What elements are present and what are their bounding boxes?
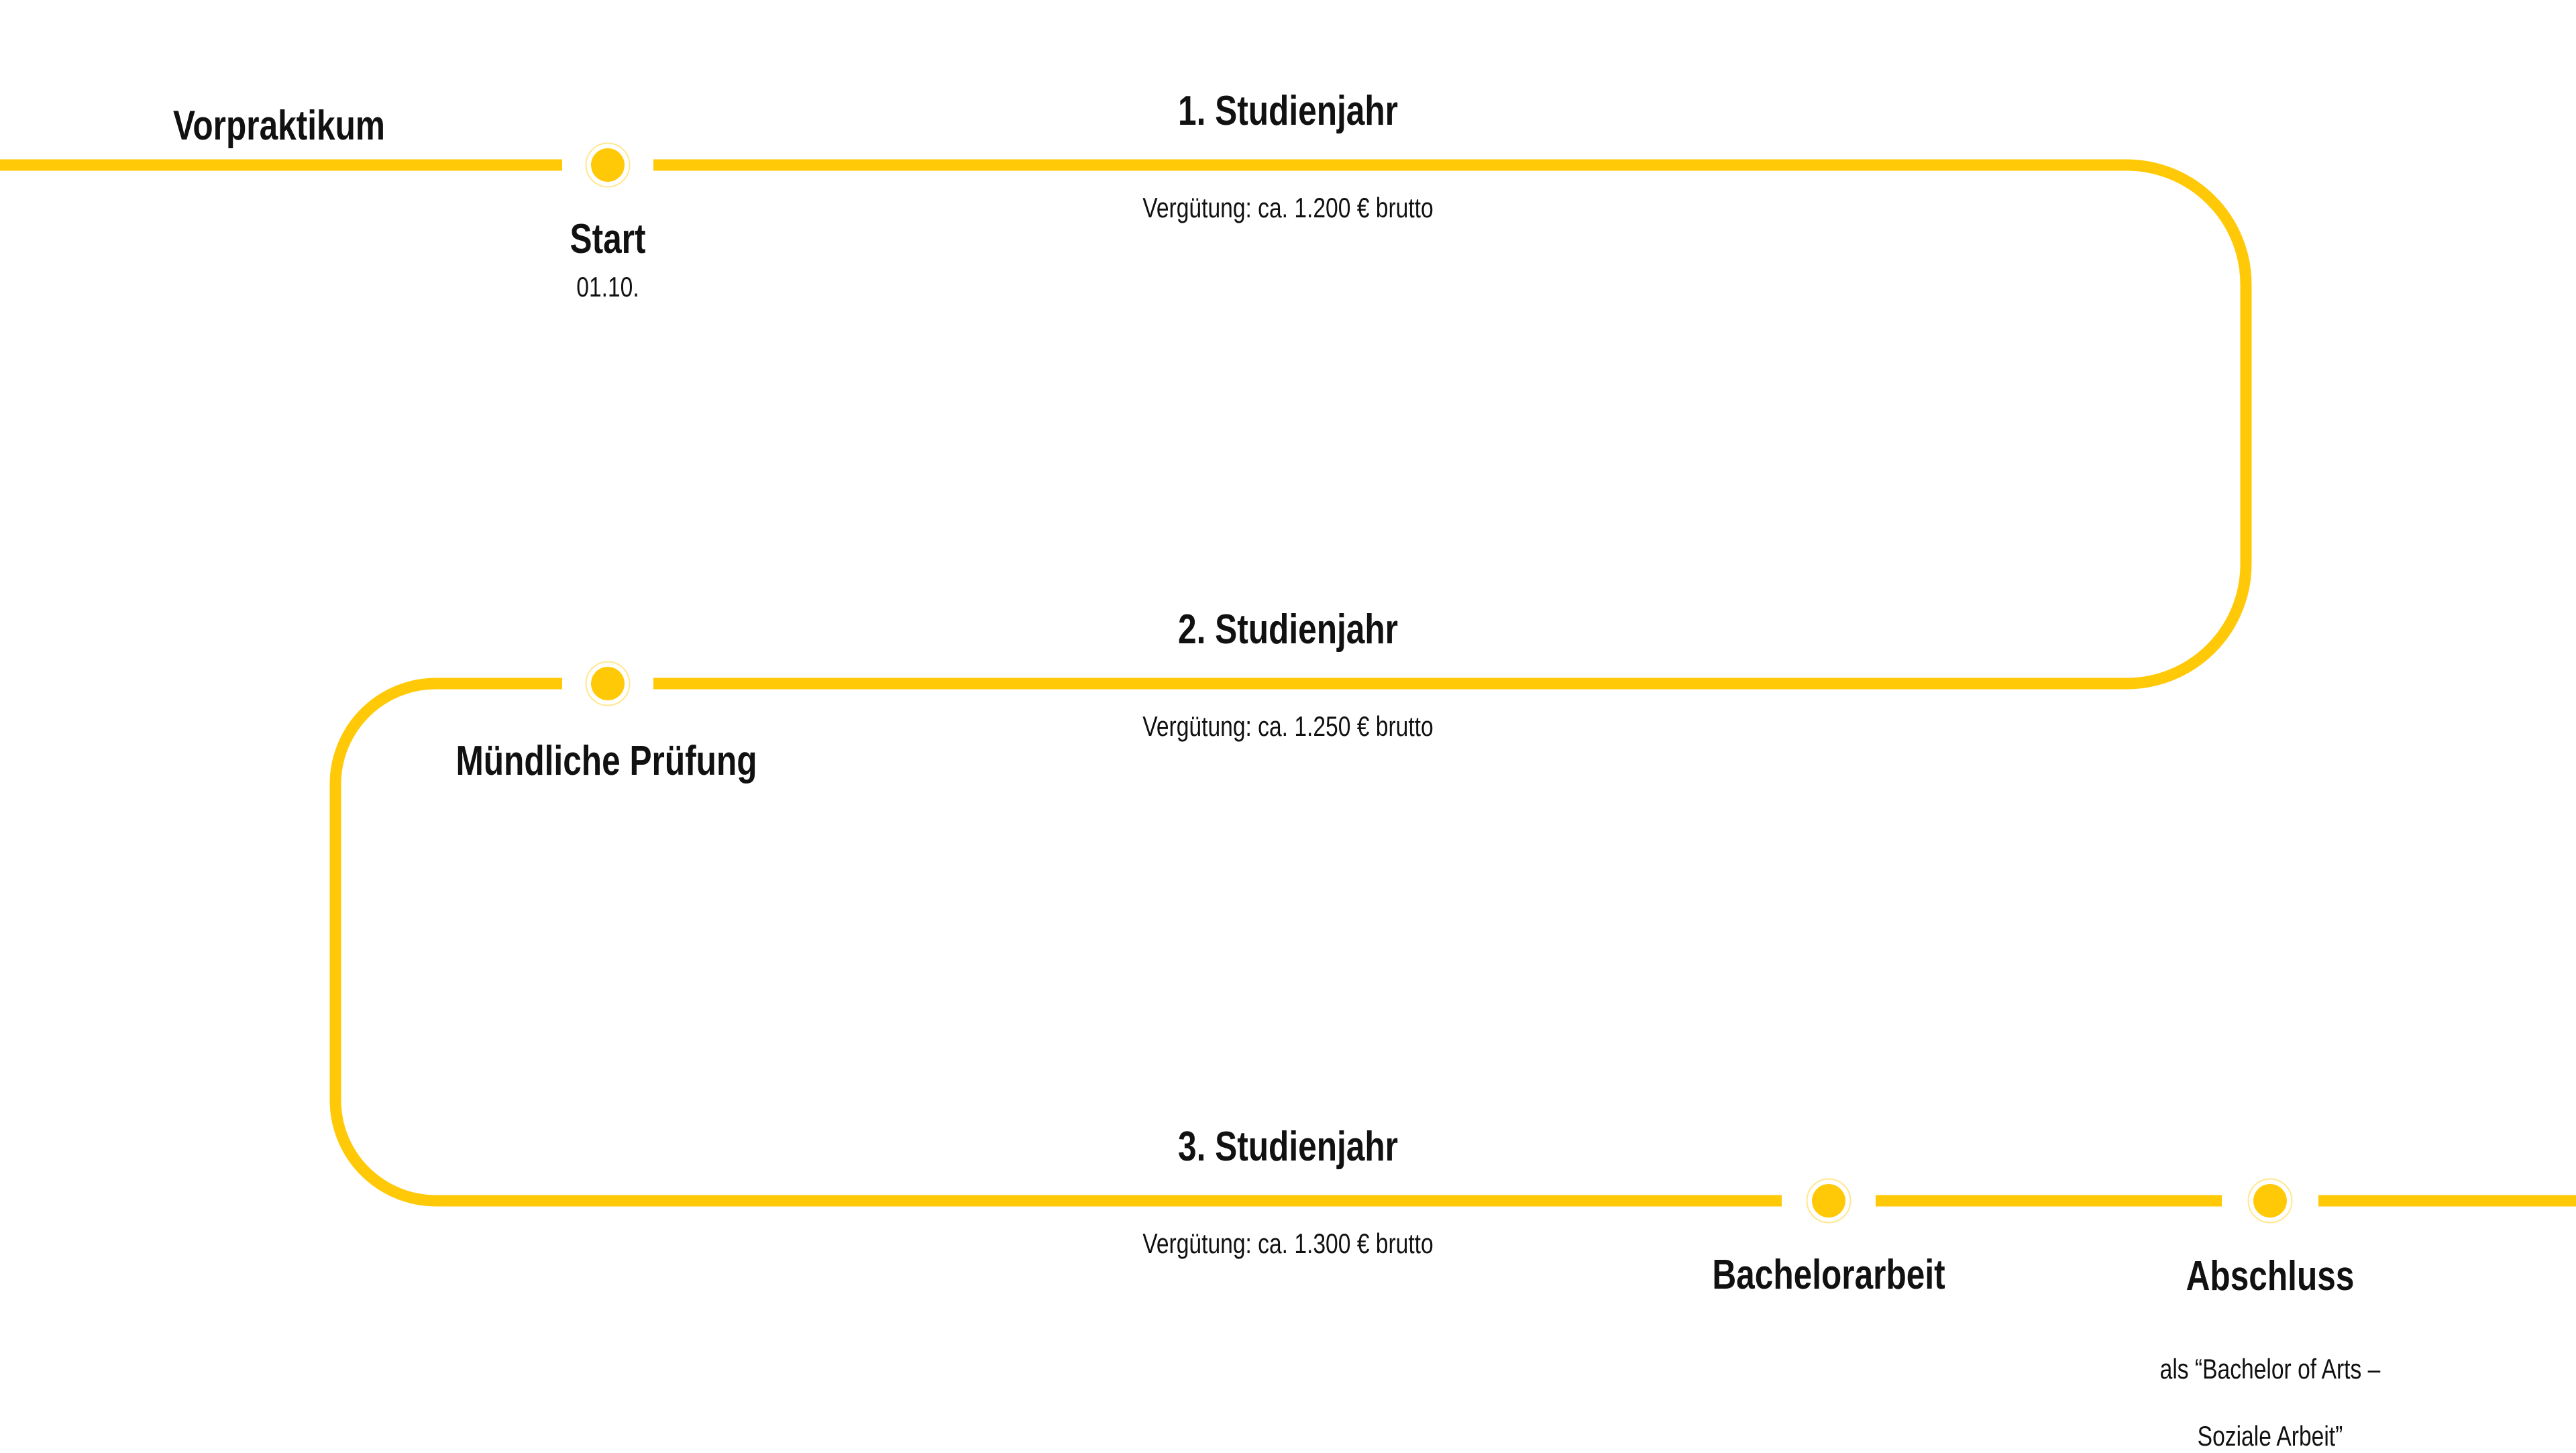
milestone-dot-bachelorarbeit [1806, 1178, 1851, 1224]
milestone-sublabel-startdatum: 01.10. [576, 271, 639, 303]
phase-sublabel-verguetung-3: Vergütung: ca. 1.300 € brutto [1142, 1228, 1434, 1259]
milestone-dot-start [585, 142, 631, 188]
phase-label-vorpraktikum: Vorpraktikum [172, 103, 386, 149]
timeline-segment-jahr2-jahr3 [329, 678, 1782, 1207]
phase-label-studienjahr-2: 2. Studienjahr [1178, 606, 1398, 653]
phase-label-studienjahr-1: 1. Studienjahr [1178, 88, 1398, 134]
milestone-label-muendliche-pruefung: Mündliche Prüfung [455, 738, 757, 784]
milestone-label-abschluss: Abschluss [2186, 1253, 2355, 1299]
phase-sublabel-verguetung-2: Vergütung: ca. 1.250 € brutto [1142, 710, 1434, 742]
timeline-segment-jahr1-jahr2 [653, 159, 2252, 690]
abschluss-titel-line1: als “Bachelor of Arts – [2159, 1353, 2381, 1385]
milestone-label-start: Start [570, 216, 646, 262]
milestone-sublabel-abschluss-titel: als “Bachelor of Arts – Soziale Arbeit” [2002, 1319, 2538, 1453]
milestone-dot-abschluss [2247, 1178, 2293, 1224]
phase-sublabel-verguetung-1: Vergütung: ca. 1.200 € brutto [1142, 192, 1434, 223]
milestone-label-bachelorarbeit: Bachelorarbeit [1712, 1252, 1945, 1298]
phase-label-studienjahr-3: 3. Studienjahr [1178, 1124, 1398, 1170]
milestone-dot-muendliche-pruefung [585, 661, 631, 706]
abschluss-titel-line2: Soziale Arbeit” [2197, 1420, 2343, 1452]
